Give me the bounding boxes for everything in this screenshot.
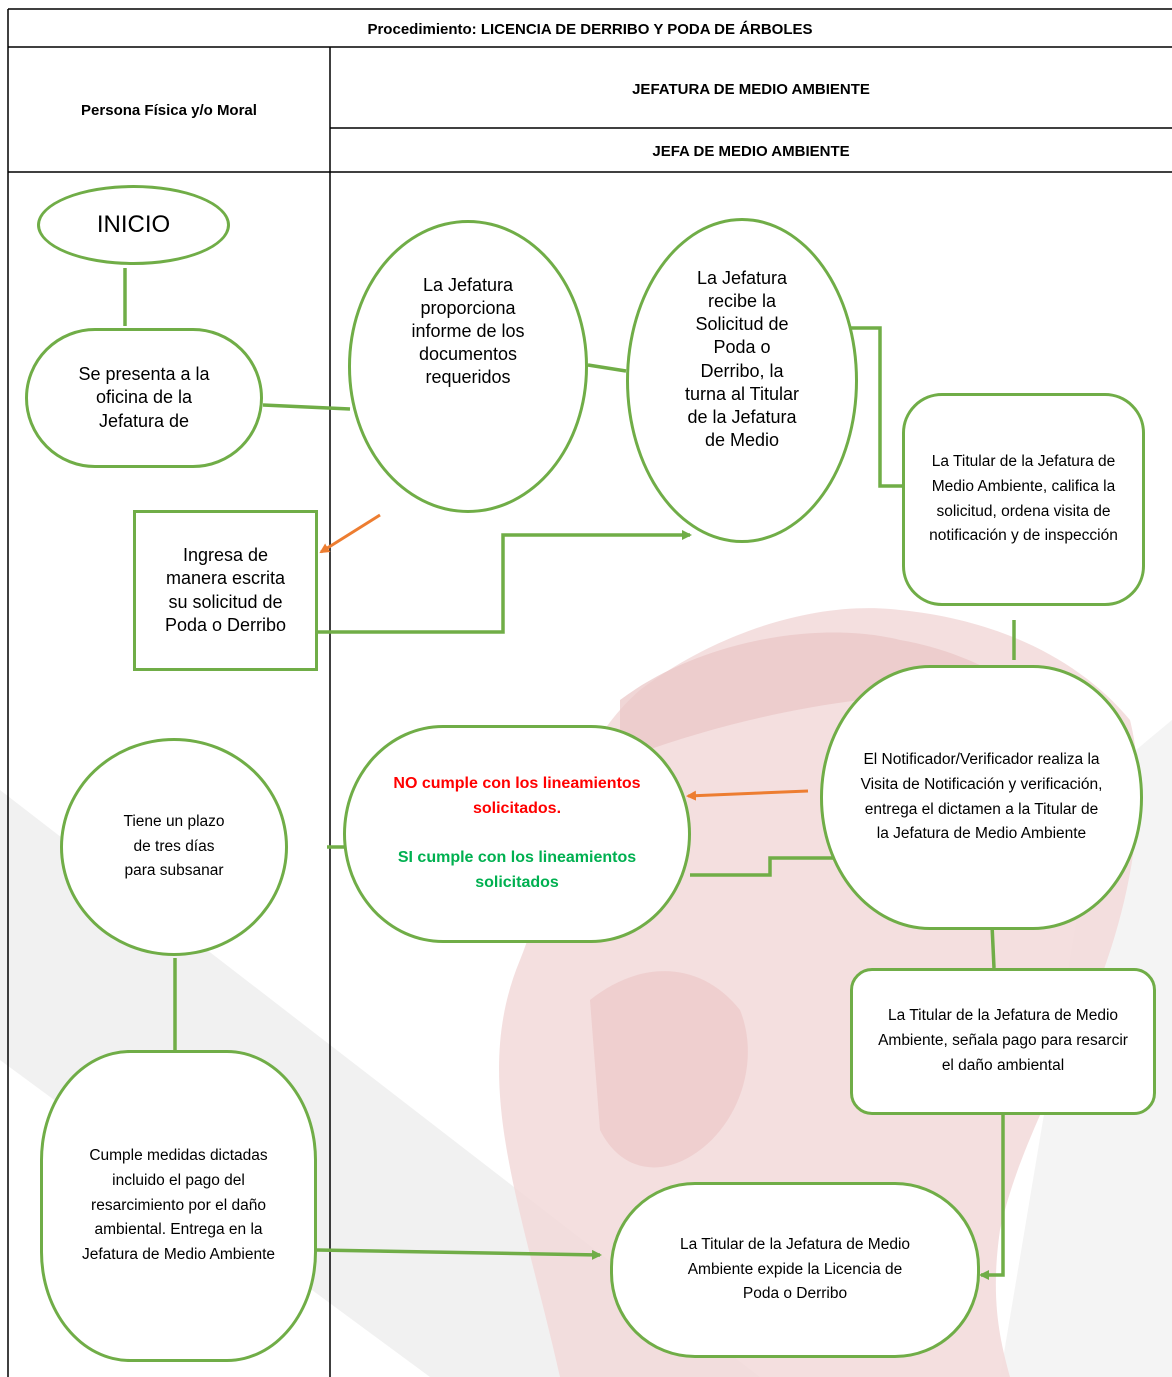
watermark-figure-detail	[590, 971, 748, 1168]
node-expide-text: La Titular de la Jefatura de Medio Ambie…	[679, 1235, 911, 1303]
node-recibe: La Jefatura recibe la Solicitud de Poda …	[626, 218, 858, 543]
node-presenta-text: Se presenta a la oficina de la Jefatura …	[78, 364, 210, 431]
lane-left-title: Persona Física y/o Moral	[81, 102, 257, 119]
node-califica-text: La Titular de la Jefatura de Medio Ambie…	[929, 452, 1118, 545]
si-cumple-text: SI cumple con los lineamientos solicitad…	[397, 849, 637, 891]
no-cumple-text: NO cumple con los lineamientos solicitad…	[393, 775, 641, 818]
node-senala-pago: La Titular de la Jefatura de Medio Ambie…	[850, 968, 1156, 1115]
procedure-title: Procedimiento: LICENCIA DE DERRIBO Y POD…	[367, 21, 813, 38]
node-cumple-medidas-text: Cumple medidas dictadas incluido el pago…	[81, 1147, 275, 1264]
node-inicio: INICIO	[37, 185, 230, 265]
connector-presenta-proporciona	[262, 403, 351, 411]
connector-cumple-medidas-expide	[316, 1248, 602, 1260]
arrow-notificador-no-cumple	[686, 789, 809, 801]
node-recibe-text: La Jefatura recibe la Solicitud de Poda …	[684, 268, 800, 450]
node-proporciona-text: La Jefatura proporciona informe de los d…	[411, 274, 525, 388]
lane-right-title: JEFATURA DE MEDIO AMBIENTE	[632, 81, 870, 98]
watermark-figure-hair	[620, 632, 1060, 760]
connector-notificador-senala-pago	[990, 924, 996, 969]
node-plazo: Tiene un plazo de tres días para subsana…	[60, 738, 288, 956]
node-plazo-text: Tiene un plazo de tres días para subsana…	[123, 812, 225, 880]
node-senala-pago-text: La Titular de la Jefatura de Medio Ambie…	[878, 1007, 1128, 1074]
node-cumple-medidas: Cumple medidas dictadas incluido el pago…	[40, 1050, 317, 1362]
connector-senala-pago-expide	[979, 1115, 1005, 1280]
node-ingresa-text: Ingresa de manera escrita su solicitud d…	[164, 545, 287, 635]
node-expide: La Titular de la Jefatura de Medio Ambie…	[610, 1182, 980, 1358]
node-notificador-text: El Notificador/Verificador realiza la Vi…	[860, 750, 1103, 843]
node-proporciona: La Jefatura proporciona informe de los d…	[348, 220, 588, 513]
node-presenta: Se presenta a la oficina de la Jefatura …	[25, 328, 263, 468]
node-califica: La Titular de la Jefatura de Medio Ambie…	[902, 393, 1145, 606]
arrow-proporciona-ingresa	[319, 513, 381, 554]
connector-ingresa-recibe	[318, 530, 692, 634]
connector-recibe-califica	[850, 326, 905, 488]
node-ingresa: Ingresa de manera escrita su solicitud d…	[133, 510, 318, 671]
node-evaluacion: NO cumple con los lineamientos solicitad…	[343, 725, 691, 943]
node-notificador: El Notificador/Verificador realiza la Vi…	[820, 665, 1143, 930]
connector-si-cumple-senala-pago	[690, 853, 846, 877]
connector-proporciona-recibe	[587, 363, 627, 373]
lane-right-subtitle: JEFA DE MEDIO AMBIENTE	[652, 143, 850, 160]
node-inicio-text: INICIO	[96, 210, 171, 238]
